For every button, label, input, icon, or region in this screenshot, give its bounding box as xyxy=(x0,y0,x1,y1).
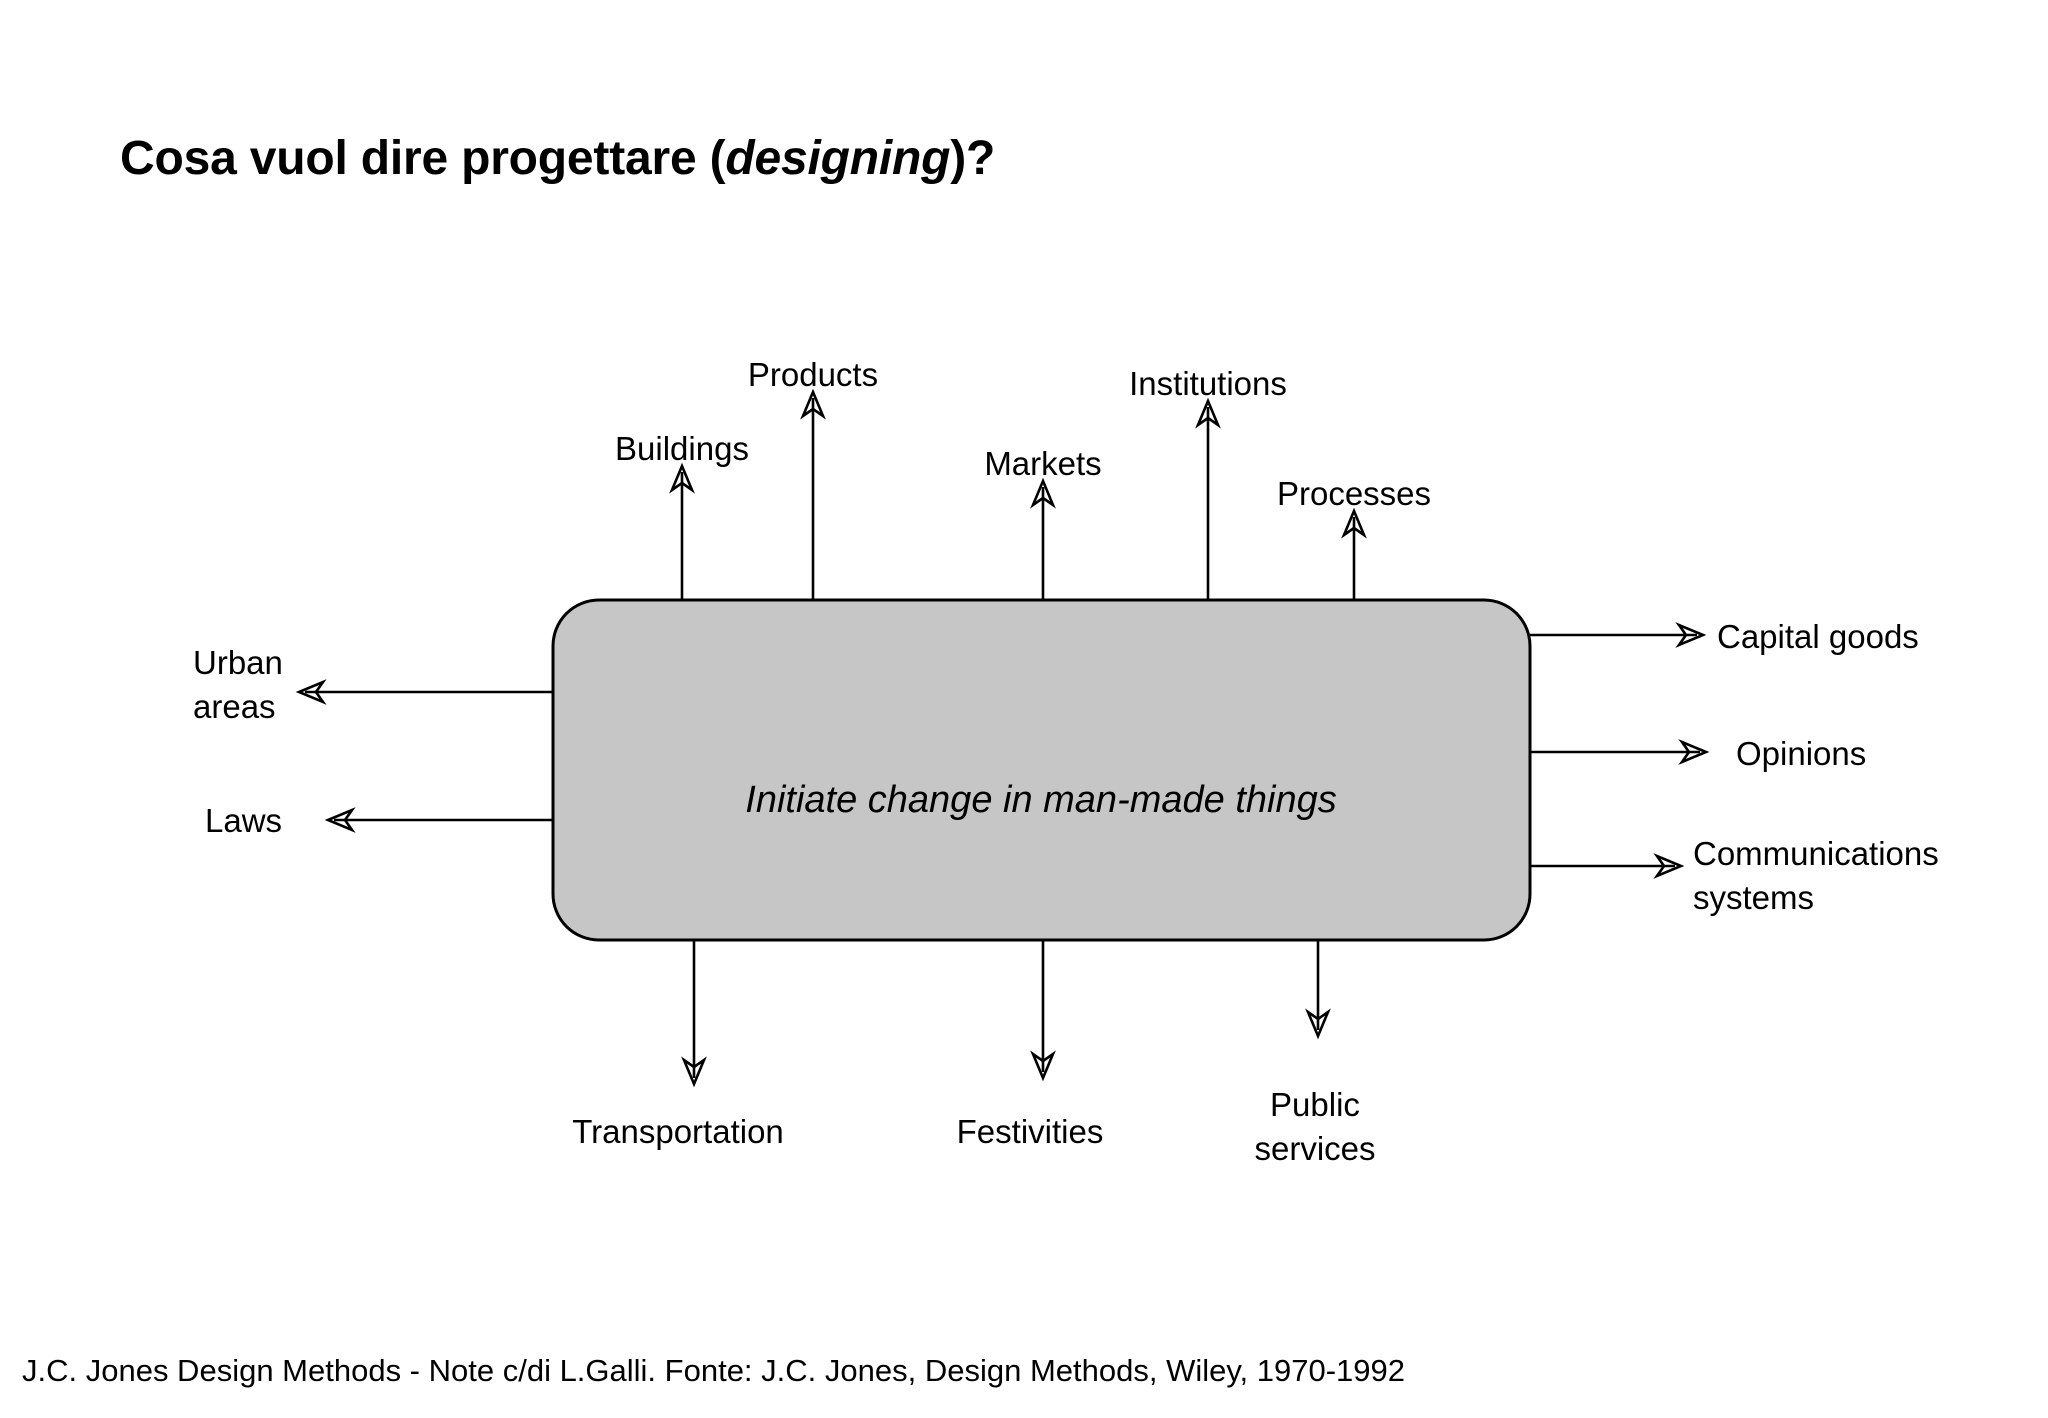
page-title-emphasis: designing xyxy=(725,132,951,185)
connector-group-left xyxy=(295,679,553,833)
source-footer: J.C. Jones Design Methods - Note c/di L.… xyxy=(22,1353,1406,1388)
page-title-prefix: Cosa vuol dire progettare ( xyxy=(120,132,726,185)
label-public-services-line1: Public xyxy=(1270,1086,1360,1123)
label-buildings: Buildings xyxy=(615,430,749,467)
label-transportation: Transportation xyxy=(572,1113,784,1150)
connector-group-bottom xyxy=(681,940,1331,1088)
connector-group-top xyxy=(669,388,1367,600)
label-communications-systems-line1: Communications xyxy=(1693,835,1939,872)
label-communications-systems-line2: systems xyxy=(1693,879,1814,916)
center-box[interactable] xyxy=(551,598,1532,942)
connector-laws xyxy=(324,807,553,833)
connector-institutions xyxy=(1195,397,1221,600)
label-processes: Processes xyxy=(1277,475,1431,512)
connector-markets xyxy=(1030,477,1056,600)
connector-public-services xyxy=(1305,940,1331,1040)
connector-festivities xyxy=(1030,940,1056,1082)
connector-opinions xyxy=(1530,739,1710,765)
connector-transportation xyxy=(681,940,707,1088)
label-laws: Laws xyxy=(205,802,282,839)
page-title-suffix: )? xyxy=(950,132,996,185)
connector-buildings xyxy=(669,462,695,600)
connector-capital-goods xyxy=(1530,622,1707,648)
label-public-services-line2: services xyxy=(1254,1130,1375,1167)
center-box-label: Initiate change in man-made things xyxy=(745,779,1336,821)
label-capital-goods: Capital goods xyxy=(1717,618,1919,655)
connector-products xyxy=(800,388,826,600)
page-title: Cosa vuol dire progettare (designing)? xyxy=(120,132,996,186)
connector-processes xyxy=(1341,507,1367,600)
connector-urban-areas xyxy=(295,679,553,705)
label-products: Products xyxy=(748,356,878,393)
label-urban-areas-line2: areas xyxy=(193,688,276,725)
connector-group-right xyxy=(1530,622,1710,879)
connector-communications-systems xyxy=(1530,853,1685,879)
label-markets: Markets xyxy=(984,445,1101,482)
label-institutions: Institutions xyxy=(1129,365,1287,402)
label-urban-areas-line1: Urban xyxy=(193,644,283,681)
label-opinions: Opinions xyxy=(1736,735,1866,772)
label-festivities: Festivities xyxy=(957,1113,1104,1150)
